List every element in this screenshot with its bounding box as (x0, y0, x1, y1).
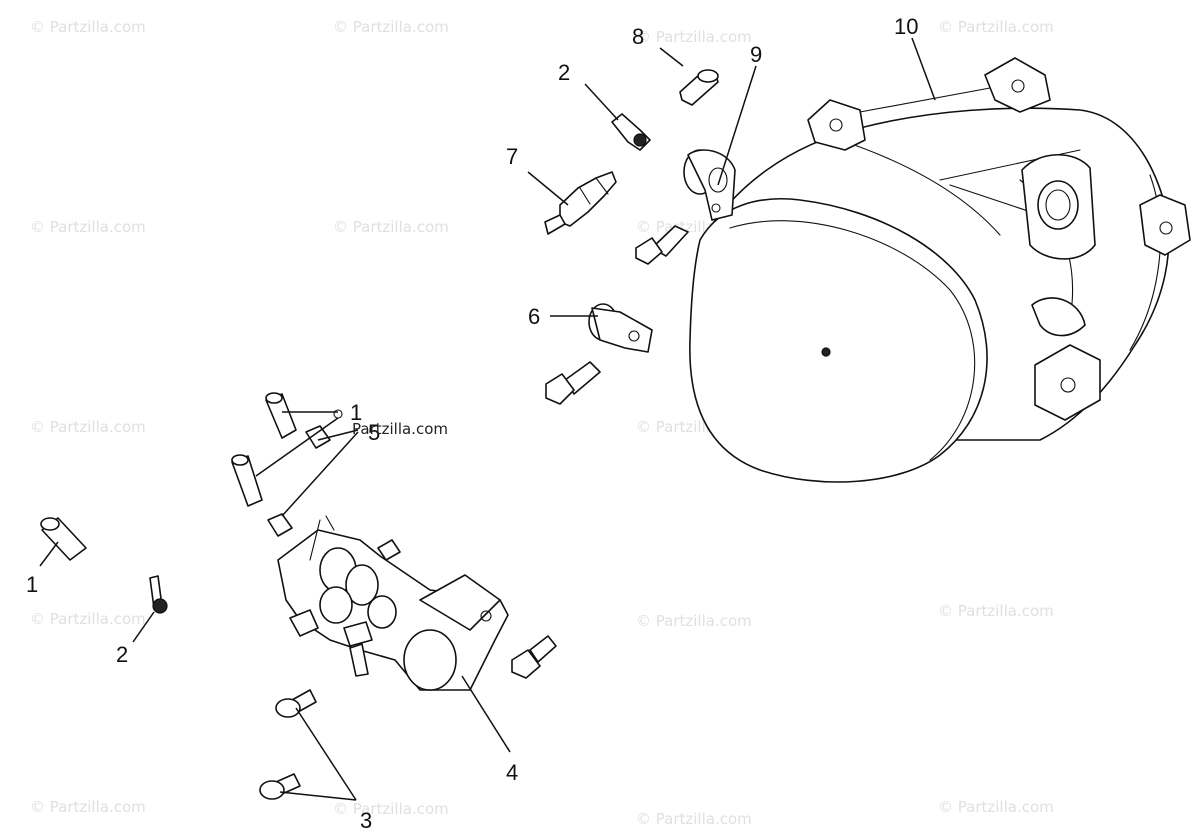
tube-1[interactable] (40, 517, 87, 561)
watermark-17: © Partzilla.com (333, 800, 449, 818)
callout-2-lower: 2 (116, 642, 128, 667)
watermark-2: © Partzilla.com (333, 18, 449, 36)
watermark-19: © Partzilla.com (938, 798, 1054, 816)
callout-1-upper: 1 (350, 400, 362, 425)
cover-housing[interactable] (689, 57, 1191, 483)
watermark-4: © Partzilla.com (938, 18, 1054, 36)
flange-bolts-3[interactable] (259, 689, 317, 800)
watermark-12: © Partzilla.com (30, 610, 146, 628)
bolt-upper[interactable] (635, 225, 689, 265)
callout-5: 5 (368, 420, 380, 445)
watermark-15: © Partzilla.com (938, 602, 1054, 620)
callout-7: 7 (506, 144, 518, 169)
watermark-18: © Partzilla.com (636, 810, 752, 828)
watermark-5: © Partzilla.com (30, 218, 146, 236)
leader-lines (39, 37, 936, 801)
callout-4: 4 (506, 760, 518, 785)
callout-9: 9 (750, 42, 762, 67)
callout-3: 3 (360, 808, 372, 833)
watermark-9: © Partzilla.com (30, 418, 146, 436)
clip-2-upper[interactable] (611, 113, 651, 151)
bolt-lower[interactable] (511, 635, 557, 679)
bolt-middle[interactable] (545, 361, 601, 405)
valve-7[interactable] (544, 171, 617, 235)
watermark-16: © Partzilla.com (30, 798, 146, 816)
watermark-1: © Partzilla.com (30, 18, 146, 36)
throttle-assembly-4[interactable] (277, 515, 509, 691)
watermark-6: © Partzilla.com (333, 218, 449, 236)
callout-2-upper: 2 (558, 60, 570, 85)
clamp-6[interactable] (588, 303, 653, 353)
watermark-14: © Partzilla.com (636, 612, 752, 630)
callout-8: 8 (632, 24, 644, 49)
spacer-5-group[interactable] (231, 392, 343, 537)
callout-6: 6 (528, 304, 540, 329)
watermark-3: © Partzilla.com (636, 28, 752, 46)
callout-1-lower: 1 (26, 572, 38, 597)
clip-2-lower[interactable] (149, 575, 168, 614)
clamp-9[interactable] (683, 149, 736, 221)
spacer-8[interactable] (679, 69, 719, 106)
inline-watermark: Partzilla.com (352, 420, 448, 438)
callout-10: 10 (894, 14, 918, 39)
